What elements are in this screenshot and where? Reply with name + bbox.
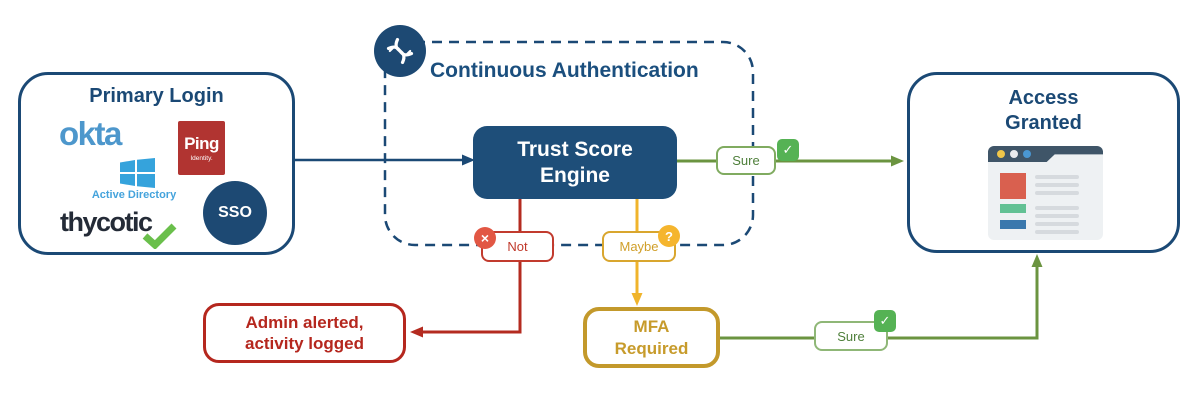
- check-icon: ✓: [777, 139, 799, 161]
- thycotic-check-icon: [142, 223, 177, 249]
- primary-login-box: Primary Login okta Ping Identity. Active…: [18, 72, 295, 255]
- ping-logo-text: Ping: [184, 134, 219, 153]
- admin-alerted-label: Admin alerted, activity logged: [244, 313, 365, 353]
- mfa-required-box: MFA Required: [583, 307, 720, 368]
- sso-badge: SSO: [203, 181, 267, 245]
- maybe-label: Maybe: [619, 239, 659, 254]
- arrow-engine-to-admin-not: [410, 199, 522, 338]
- access-granted-box: Access Granted: [907, 72, 1180, 253]
- trust-score-engine-box: Trust Score Engine: [473, 126, 677, 199]
- decision-sure-bottom: Sure ✓: [814, 310, 896, 351]
- sure-top-label: Sure: [732, 153, 760, 168]
- decision-sure-top: Sure ✓: [716, 139, 799, 175]
- access-granted-title: Access Granted: [1005, 87, 1082, 134]
- primary-login-title: Primary Login: [89, 85, 224, 107]
- ping-identity-logo: Ping Identity.: [178, 121, 225, 175]
- browser-header-bar: [988, 146, 1103, 162]
- not-label: Not: [507, 239, 528, 254]
- windows-logo-icon: [120, 158, 155, 188]
- arrow-engine-to-access-sure: [677, 155, 904, 167]
- browser-text-line: [1035, 175, 1079, 179]
- sure-bottom-label: Sure: [837, 328, 865, 344]
- ping-logo-subtext: Identity.: [190, 155, 213, 162]
- check-icon: ✓: [874, 310, 896, 332]
- question-icon: ?: [658, 225, 680, 247]
- active-directory-label: Active Directory: [91, 189, 177, 201]
- arrow-primary-to-engine: [295, 154, 475, 166]
- browser-thumbnail-blue: [1000, 220, 1026, 229]
- browser-text-line: [1035, 222, 1079, 226]
- sso-label: SSO: [218, 204, 252, 221]
- okta-logo: okta: [59, 115, 122, 152]
- admin-alerted-box: Admin alerted, activity logged: [203, 303, 406, 363]
- browser-text-line: [1035, 230, 1079, 234]
- thycotic-logo: thycotic: [60, 207, 153, 237]
- browser-text-line: [1035, 191, 1079, 195]
- continuous-authentication-title: Continuous Authentication: [430, 59, 699, 82]
- browser-window-illustration: [988, 146, 1103, 240]
- browser-text-line: [1035, 214, 1079, 218]
- cross-icon: ×: [474, 227, 496, 249]
- browser-dot-yellow: [997, 150, 1005, 158]
- decision-maybe: Maybe ?: [602, 225, 680, 262]
- browser-dot-white: [1010, 150, 1018, 158]
- browser-thumbnail-green: [1000, 204, 1026, 213]
- browser-text-line: [1035, 183, 1079, 187]
- decision-not: Not ×: [474, 227, 554, 262]
- browser-text-line: [1035, 206, 1079, 210]
- mfa-required-label: MFA Required: [614, 316, 689, 358]
- continuous-auth-dashed-border: [383, 40, 755, 247]
- browser-thumbnail-red: [1000, 173, 1026, 199]
- trust-score-engine-label: Trust Score Engine: [517, 137, 633, 187]
- dna-icon: [374, 25, 426, 77]
- browser-dot-blue: [1023, 150, 1031, 158]
